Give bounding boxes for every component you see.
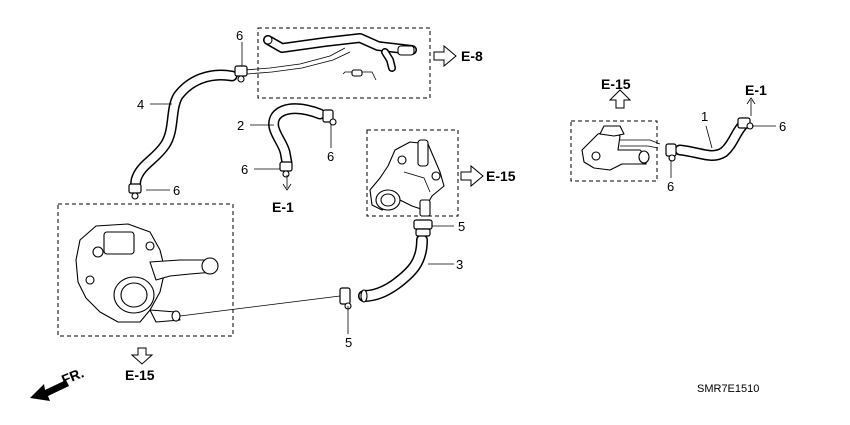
arrow-down-e15 bbox=[130, 347, 154, 365]
clamp-6-left[interactable] bbox=[128, 183, 142, 200]
ref-e1-mid: E-1 bbox=[272, 199, 294, 215]
hose-4[interactable] bbox=[129, 69, 238, 194]
clamp-6-hose2[interactable] bbox=[322, 109, 337, 126]
ref-e8: E-8 bbox=[461, 48, 483, 64]
callout-5-lower: 5 bbox=[345, 335, 352, 350]
callout-1: 1 bbox=[701, 109, 708, 124]
heater-outlet[interactable] bbox=[581, 125, 661, 171]
clamp-6-right-upper[interactable] bbox=[737, 117, 754, 130]
callout-3: 3 bbox=[456, 257, 463, 272]
callout-6-left: 6 bbox=[173, 183, 180, 198]
leader-line bbox=[179, 295, 341, 317]
water-pump-box bbox=[57, 203, 234, 337]
hose-1[interactable] bbox=[674, 120, 748, 161]
water-pump-housing[interactable] bbox=[75, 223, 219, 323]
callout-6-right-upper: 6 bbox=[779, 119, 786, 134]
callout-6-mid: 6 bbox=[241, 162, 248, 177]
ref-e15-right: E-15 bbox=[601, 76, 631, 92]
front-arrow-icon: FR. bbox=[30, 364, 86, 401]
callout-6-hose2: 6 bbox=[327, 149, 334, 164]
arrow-up-e15 bbox=[608, 89, 632, 109]
heater-outlet-box bbox=[570, 120, 658, 182]
callout-6-top: 6 bbox=[236, 28, 243, 43]
arrow-down-e1 bbox=[282, 175, 292, 191]
arrow-up-e1 bbox=[746, 97, 756, 116]
callout-2: 2 bbox=[237, 118, 244, 133]
clamp-6-right-lower[interactable] bbox=[665, 143, 677, 162]
arrow-right-e8 bbox=[433, 44, 457, 68]
bypass-pipe[interactable] bbox=[244, 33, 417, 81]
ref-e15-bottom: E-15 bbox=[125, 367, 155, 383]
callout-5-upper: 5 bbox=[458, 219, 465, 234]
clamp-5-lower[interactable] bbox=[339, 287, 352, 310]
ref-e1-right: E-1 bbox=[745, 82, 767, 98]
callout-6-right-lower: 6 bbox=[667, 179, 674, 194]
thermostat-housing-box bbox=[366, 129, 459, 217]
diagram-code: SMR7E1510 bbox=[697, 383, 759, 395]
arrow-right-e15 bbox=[460, 164, 484, 188]
hose-2[interactable] bbox=[268, 103, 326, 169]
bypass-pipe-box bbox=[257, 27, 431, 99]
callout-4: 4 bbox=[137, 97, 144, 112]
clamp-6-top[interactable] bbox=[234, 65, 248, 83]
clamp-5-upper[interactable] bbox=[413, 219, 433, 237]
hose-3[interactable] bbox=[358, 234, 428, 303]
callout-leaders bbox=[146, 42, 776, 334]
ref-e15-mid: E-15 bbox=[486, 168, 516, 184]
thermostat-housing[interactable] bbox=[369, 139, 445, 217]
front-label: FR. bbox=[59, 364, 86, 387]
clamp-6-mid[interactable] bbox=[279, 161, 293, 178]
